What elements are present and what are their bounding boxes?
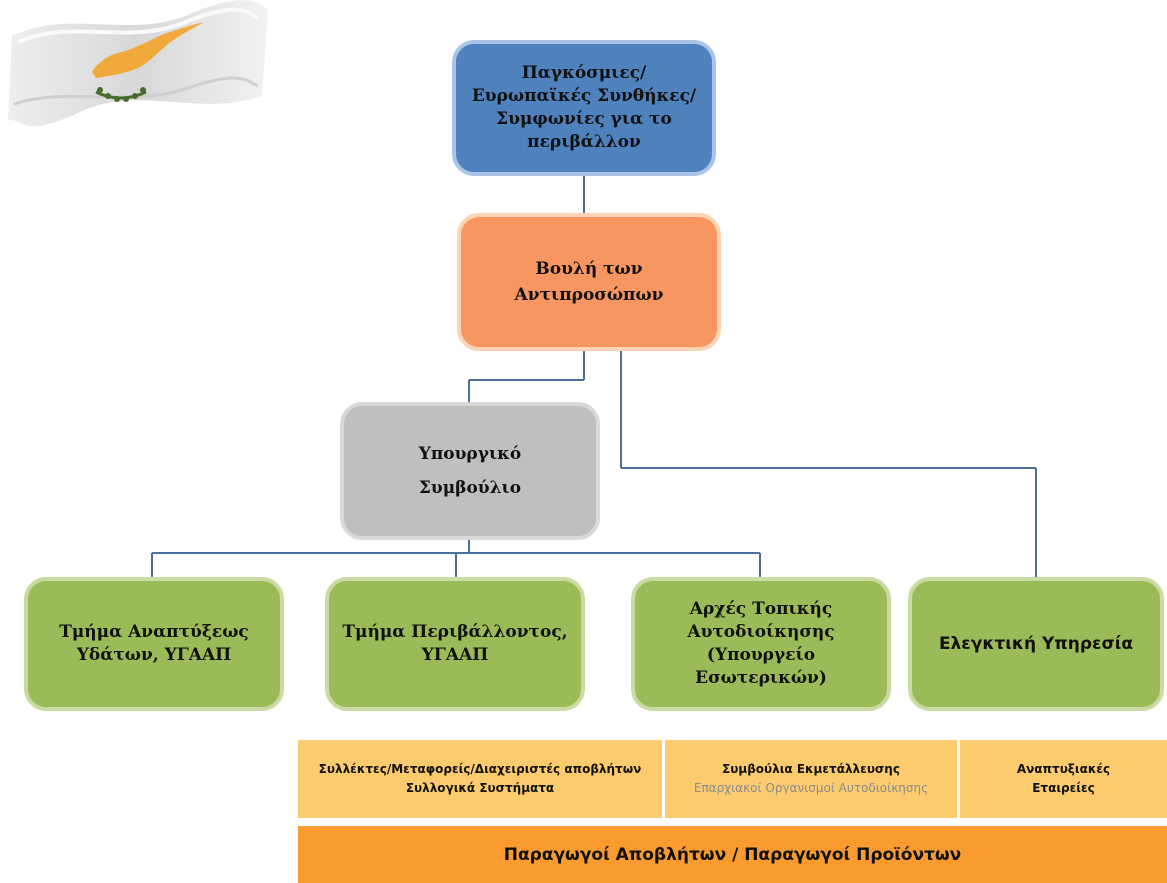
node-text-line: Αυτοδιοίκησης	[687, 622, 835, 642]
node-text-line: περιβάλλον	[527, 132, 641, 152]
node-text-line: Ευρωπαϊκές Συνθήκες/	[471, 86, 697, 106]
node-text-line: Υδάτων, ΥΓΑΑΠ	[76, 645, 232, 665]
node-text-line: Βουλή των	[535, 259, 643, 279]
bar-producers-label: Παραγωγοί Αποβλήτων / Παραγωγοί Προϊόντω…	[503, 844, 962, 865]
node-text-line: Ελεγκτική Υπηρεσία	[938, 633, 1134, 654]
node-text-line: Εσωτερικών)	[695, 668, 827, 688]
bar-councils: Συμβούλια Εκμετάλλευσης Επαρχιακοί Οργαν…	[665, 740, 957, 818]
node-water-development: Τμήμα Αναπτύξεως Υδάτων, ΥΓΑΑΠ	[24, 577, 284, 711]
bar-text-line: Συλλέκτες/Μεταφορείς/Διαχειριστές αποβλή…	[318, 762, 642, 776]
bar-text-line: Αναπτυξιακές	[1016, 762, 1111, 776]
node-audit-service: Ελεγκτική Υπηρεσία	[908, 577, 1164, 711]
bar-text-line: Εταιρείες	[1032, 781, 1095, 795]
node-local-authorities: Αρχές Τοπικής Αυτοδιοίκησης (Υπουργείο Ε…	[631, 577, 891, 711]
cyprus-flag-icon	[8, 0, 268, 127]
node-parliament: Βουλή των Αντιπροσώπων	[457, 213, 721, 351]
bar-text-line: Επαρχιακοί Οργανισμοί Αυτοδιοίκησης	[693, 781, 929, 795]
bar-development-companies: Αναπτυξιακές Εταιρείες	[960, 740, 1167, 818]
node-text-line: Παγκόσμιες/	[521, 63, 647, 83]
bar-text-line: Συμβούλια Εκμετάλλευσης	[722, 762, 900, 776]
bar-producers: Παραγωγοί Αποβλήτων / Παραγωγοί Προϊόντω…	[298, 826, 1167, 883]
node-council-of-ministers: Υπουργικό Συμβούλιο	[340, 402, 600, 540]
bar-collectors: Συλλέκτες/Μεταφορείς/Διαχειριστές αποβλή…	[298, 740, 662, 818]
node-text-line: Αρχές Τοπικής	[689, 599, 833, 619]
node-text-line: Τμήμα Περιβάλλοντος,	[342, 622, 568, 642]
bar-text-line: Συλλογικά Συστήματα	[405, 781, 555, 795]
node-text-line: Τμήμα Αναπτύξεως	[59, 622, 249, 642]
node-text-line: (Υπουργείο	[706, 645, 816, 665]
node-text-line: Συμβούλιο	[418, 478, 522, 498]
node-text-line: Συμφωνίες για το	[496, 109, 672, 129]
node-text-line: ΥΓΑΑΠ	[421, 645, 489, 665]
node-text-line: Υπουργικό	[418, 444, 522, 464]
node-environment-department: Τμήμα Περιβάλλοντος, ΥΓΑΑΠ	[325, 577, 585, 711]
node-global-conventions: Παγκόσμιες/ Ευρωπαϊκές Συνθήκες/ Συμφωνί…	[452, 40, 716, 176]
node-text-line: Αντιπροσώπων	[514, 285, 664, 305]
